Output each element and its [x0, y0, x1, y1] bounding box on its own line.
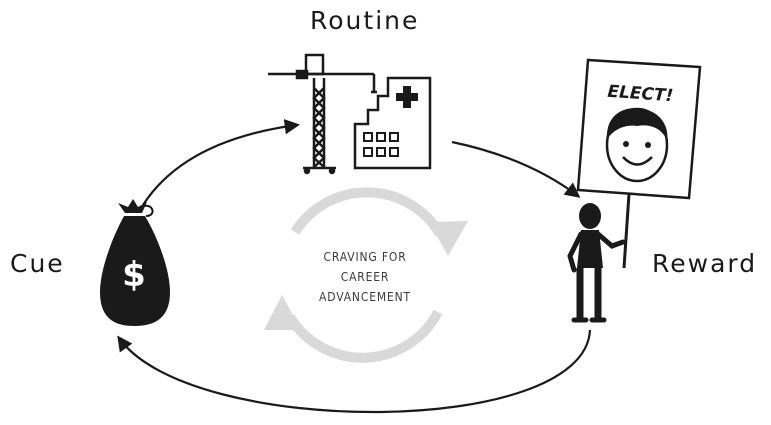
arrow-cue-to-routine — [142, 119, 301, 206]
cue-label: Cue — [10, 249, 65, 278]
routine-label: Routine — [310, 6, 420, 35]
person-with-campaign-sign-icon: ELECT! — [567, 58, 702, 323]
craving-text-line-1: CRAVING FOR — [323, 249, 407, 264]
craving-text-line-2: CAREER — [340, 269, 390, 284]
sign-text: ELECT! — [607, 82, 674, 107]
reward-label: Reward — [652, 249, 758, 278]
smiling-face — [605, 107, 669, 183]
man-figure — [567, 203, 626, 323]
arrow-routine-to-reward — [451, 140, 581, 198]
craving-cycle-arrows — [264, 187, 468, 363]
money-bag-icon: $ — [100, 199, 170, 326]
dollar-sign: $ — [122, 255, 146, 295]
campaign-sign: ELECT! — [576, 58, 702, 269]
craving-text-line-3: ADVANCEMENT — [319, 289, 411, 304]
arrow-reward-to-cue — [117, 329, 592, 414]
crane-and-building-icon — [268, 53, 432, 175]
